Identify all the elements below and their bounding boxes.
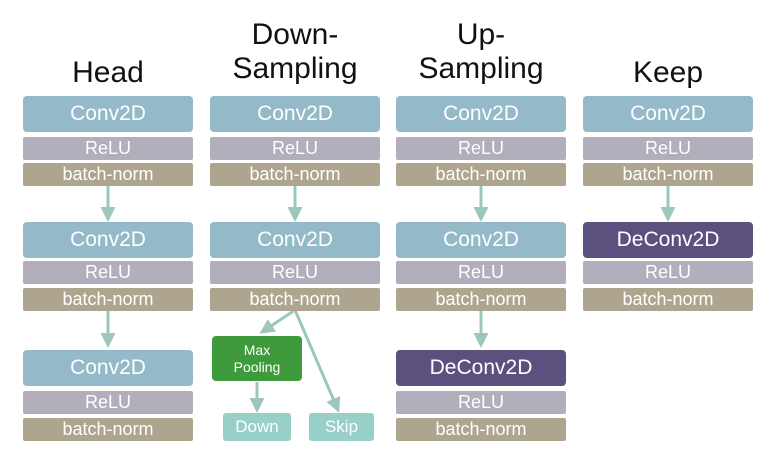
- keep-deconv2d: DeConv2D: [583, 222, 753, 258]
- head-conv2d-2: Conv2D: [23, 222, 193, 258]
- head-title: Head: [72, 56, 144, 89]
- down-to-pool-arrow: [259, 308, 296, 334]
- down-batchnorm-2: batch-norm: [210, 288, 380, 311]
- keep-title: Keep: [632, 56, 704, 89]
- up-conv2d-2: Conv2D: [396, 222, 566, 258]
- upsampling-title-line2: Sampling: [418, 52, 544, 85]
- up-batchnorm-3: batch-norm: [396, 418, 566, 441]
- keep-conv2d-1: Conv2D: [583, 96, 753, 132]
- down-conv2d-1: Conv2D: [210, 96, 380, 132]
- up-relu-3: ReLU: [396, 391, 566, 414]
- keep-batchnorm-2: batch-norm: [583, 288, 753, 311]
- upsampling-title: Up- Sampling: [396, 18, 566, 86]
- downsampling-title: Down- Sampling: [210, 18, 380, 86]
- head-batchnorm-2: batch-norm: [23, 288, 193, 311]
- head-relu-2: ReLU: [23, 261, 193, 284]
- downsampling-title-line1: Down-: [251, 18, 339, 51]
- keep-batchnorm-1: batch-norm: [583, 163, 753, 186]
- up-batchnorm-2: batch-norm: [396, 288, 566, 311]
- head-relu-3: ReLU: [23, 391, 193, 414]
- down-batchnorm-1: batch-norm: [210, 163, 380, 186]
- up-conv2d-1: Conv2D: [396, 96, 566, 132]
- down-relu-1: ReLU: [210, 137, 380, 160]
- up-batchnorm-1: batch-norm: [396, 163, 566, 186]
- head-batchnorm-3: batch-norm: [23, 418, 193, 441]
- down-relu-2: ReLU: [210, 261, 380, 284]
- max-pooling-line2: Pooling: [233, 358, 281, 375]
- head-conv2d-1: Conv2D: [23, 96, 193, 132]
- head-conv2d-3: Conv2D: [23, 350, 193, 386]
- up-relu-2: ReLU: [396, 261, 566, 284]
- keep-relu-1: ReLU: [583, 137, 753, 160]
- up-relu-1: ReLU: [396, 137, 566, 160]
- max-pooling-node: Max Pooling: [212, 336, 302, 381]
- head-relu-1: ReLU: [23, 137, 193, 160]
- down-conv2d-2: Conv2D: [210, 222, 380, 258]
- down-to-skip-arrow: [293, 309, 341, 413]
- head-batchnorm-1: batch-norm: [23, 163, 193, 186]
- max-pooling-line1: Max: [243, 341, 271, 358]
- downsampling-title-line2: Sampling: [232, 52, 358, 85]
- up-deconv2d: DeConv2D: [396, 350, 566, 386]
- skip-output-node: Skip: [309, 413, 374, 441]
- keep-relu-2: ReLU: [583, 261, 753, 284]
- upsampling-title-line1: Up-: [456, 18, 506, 51]
- down-output-node: Down: [223, 413, 291, 441]
